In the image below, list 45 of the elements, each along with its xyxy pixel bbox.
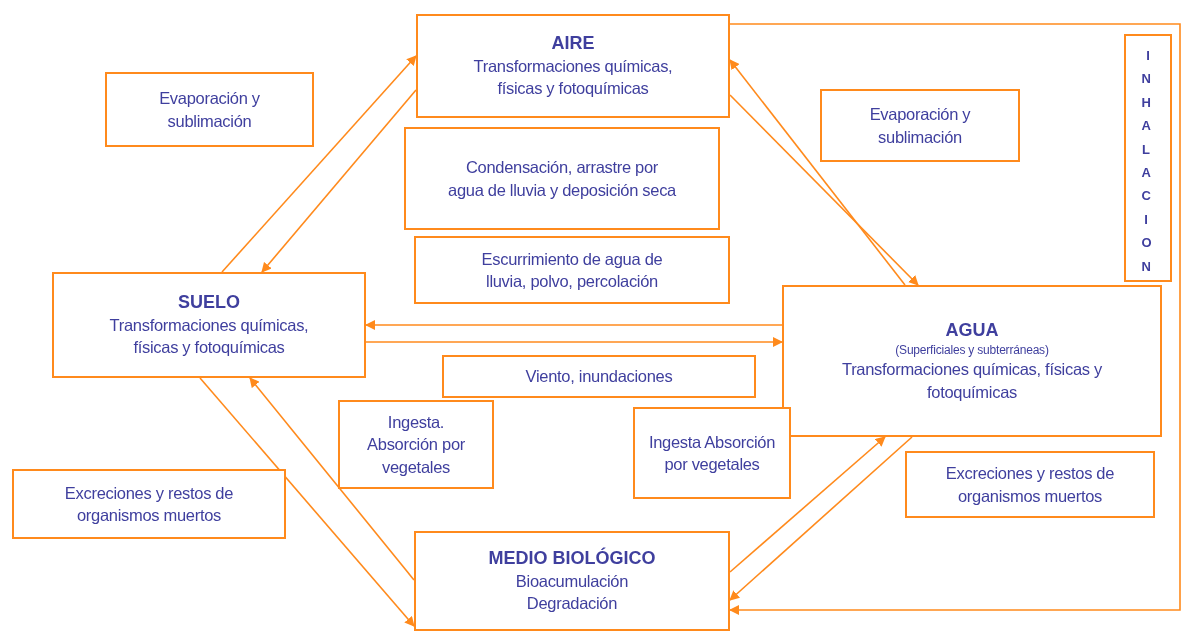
node-title: SUELO — [178, 291, 240, 314]
node-subtitle: (Superficiales y subterráneas) — [895, 341, 1049, 359]
compartment-box — [416, 14, 730, 118]
vertical-label: INHALACION — [1141, 47, 1155, 276]
process-label: Evaporación y sublimación — [868, 104, 972, 148]
compartment-box — [414, 531, 730, 631]
process-box — [633, 407, 791, 499]
node-description: Transformaciones químicas, físicas y fotoquímicas — [841, 359, 1103, 403]
compartment-box — [782, 285, 1162, 437]
arrow — [261, 89, 417, 273]
process-box — [338, 400, 494, 489]
process-label: Evaporación y sublimación — [158, 88, 261, 132]
node-description: Transformaciones químicas, físicas y fotoquímicas — [472, 56, 674, 100]
arrow — [221, 55, 417, 273]
process-label: Condensación, arrastre por agua de lluvia y deposición seca — [447, 157, 677, 201]
arrow — [199, 377, 415, 627]
node-description: Transformaciones químicas, físicas y fotoquímicas — [108, 315, 310, 359]
arrow — [365, 320, 783, 330]
process-box — [12, 469, 286, 539]
pathway-box — [1124, 34, 1172, 282]
process-label: Excreciones y restos de organismos muertos — [63, 482, 235, 526]
arrow — [729, 436, 913, 601]
arrow — [249, 377, 415, 581]
node-title: AGUA — [945, 319, 999, 342]
process-box — [105, 72, 314, 147]
process-box — [820, 89, 1020, 162]
node-description: Degradación — [526, 593, 618, 615]
node-title: MEDIO BIOLÓGICO — [488, 547, 656, 570]
process-box — [442, 355, 756, 398]
arrow — [365, 337, 783, 347]
node-description: Bioacumulación — [515, 571, 629, 592]
process-label: Viento, inundaciones — [525, 366, 673, 388]
process-label: Escurrimiento de agua de lluvia, polvo, percolación — [480, 248, 664, 292]
process-label: Excreciones y restos de organismos muertos — [944, 463, 1116, 507]
arrow — [729, 59, 906, 286]
arrow — [729, 436, 886, 573]
process-label: Ingesta Absorción por vegetales — [647, 431, 777, 475]
compartment-box — [52, 272, 366, 378]
arrow — [729, 94, 919, 286]
arrow — [729, 23, 1181, 615]
process-box — [414, 236, 730, 304]
process-box — [404, 127, 720, 230]
node-title: AIRE — [551, 32, 595, 55]
process-box — [905, 451, 1155, 518]
process-label: Ingesta. Absorción por vegetales — [366, 412, 466, 478]
